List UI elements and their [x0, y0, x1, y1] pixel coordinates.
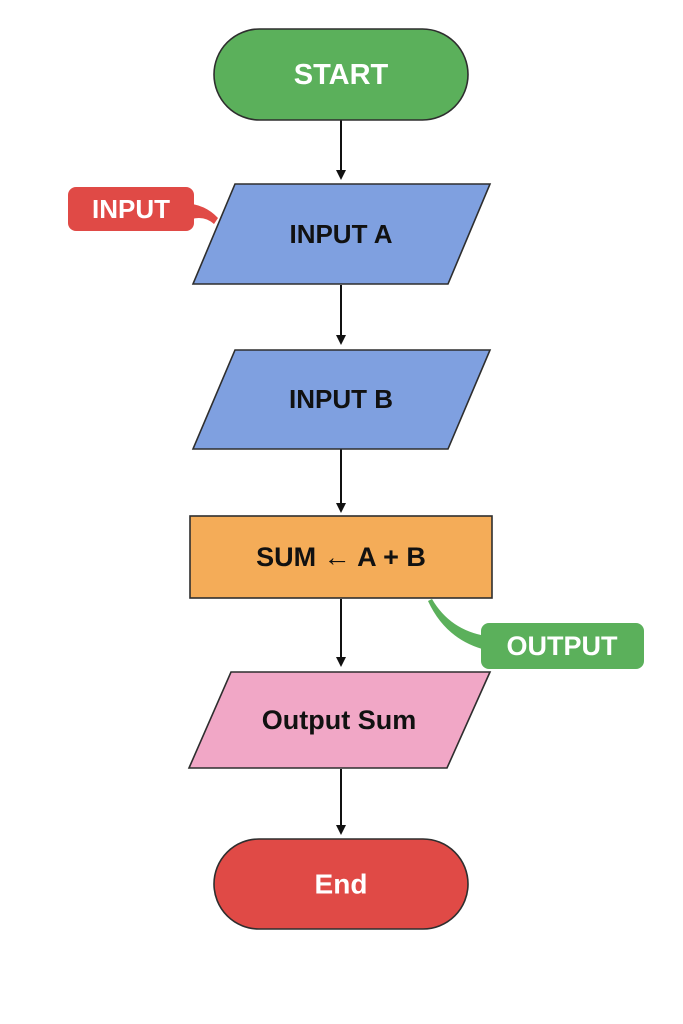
end-terminal-shape [213, 838, 469, 930]
input-b-label: INPUT B [289, 384, 393, 414]
input-b-parallelogram [191, 349, 492, 450]
output-callout-badge [481, 623, 644, 669]
input-a-parallelogram [191, 183, 492, 285]
output-callout-label: OUTPUT [507, 631, 619, 661]
sum-label: SUM ← A + B [256, 542, 426, 572]
output-sum-node: Output Sum [187, 671, 492, 769]
input-b-node: INPUT B [191, 349, 492, 450]
input-a-node: INPUT A [191, 183, 492, 285]
start-node: START [213, 28, 469, 121]
output-callout: OUTPUT [428, 599, 644, 669]
input-callout-badge [68, 187, 194, 231]
end-label: End [315, 869, 368, 900]
input-callout: INPUT [68, 187, 218, 231]
end-node: End [213, 838, 469, 930]
input-callout-label: INPUT [92, 194, 170, 224]
output-sum-label: Output Sum [262, 705, 416, 735]
start-terminal-shape [213, 28, 469, 121]
sum-node: SUM ← A + B [189, 515, 493, 599]
output-callout-pointer [428, 599, 486, 650]
input-a-label: INPUT A [289, 219, 392, 249]
output-sum-parallelogram [187, 671, 492, 769]
sum-process-box [189, 515, 493, 599]
start-label: START [294, 59, 389, 91]
